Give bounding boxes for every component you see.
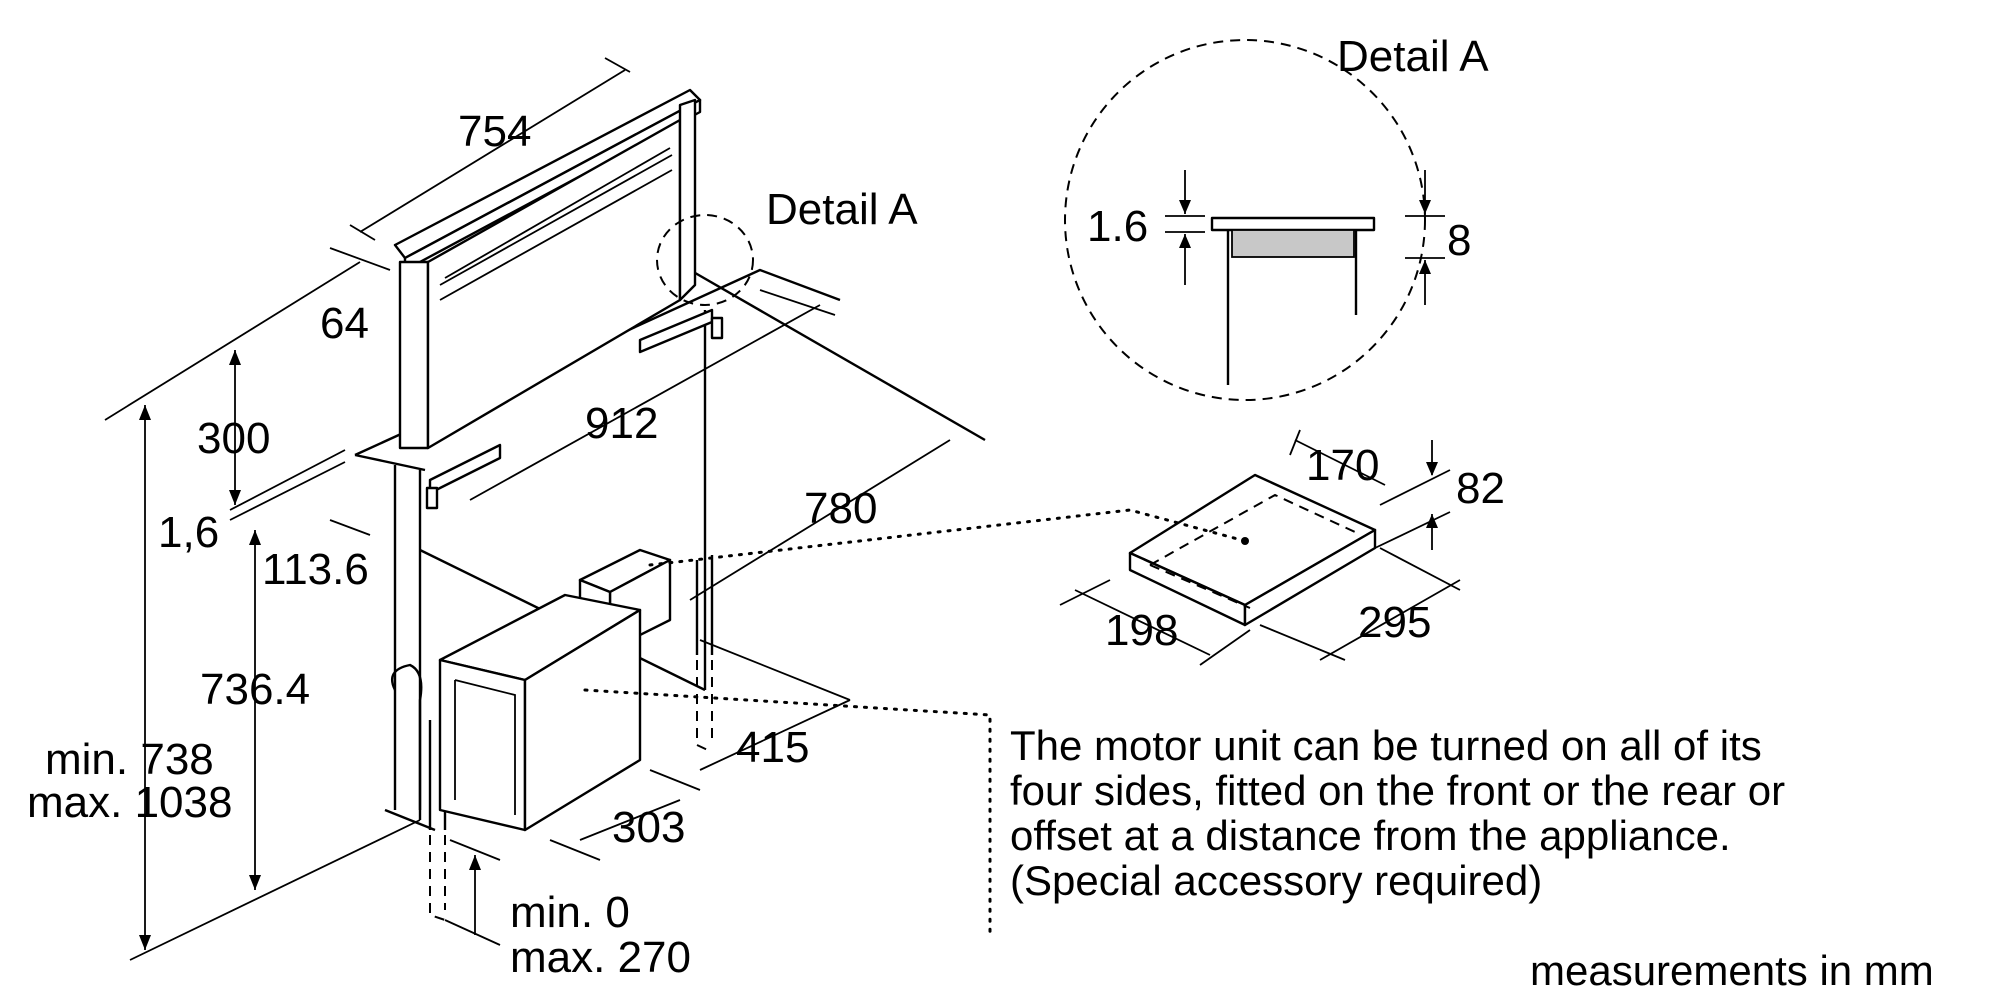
note-line-2: four sides, fitted on the front or the r… bbox=[1010, 767, 1785, 814]
dim-170: 170 bbox=[1306, 441, 1379, 490]
dim-1-6-comma: 1,6 bbox=[158, 508, 219, 557]
note-line-3: offset at a distance from the appliance. bbox=[1010, 812, 1731, 859]
dim-295: 295 bbox=[1358, 598, 1431, 647]
dim-303: 303 bbox=[612, 803, 685, 852]
motor-unit-drawing bbox=[1059, 429, 1461, 666]
dim-300: 300 bbox=[197, 414, 270, 463]
dim-912: 912 bbox=[585, 399, 658, 448]
dim-780: 780 bbox=[804, 484, 877, 533]
dim-113-6: 113.6 bbox=[262, 545, 369, 594]
detail-a-marker bbox=[656, 214, 754, 306]
dim-detail-8: 8 bbox=[1447, 216, 1471, 265]
downdraft-extractor-drawing bbox=[354, 88, 986, 921]
dim-max-270: max. 270 bbox=[510, 933, 691, 982]
dim-64: 64 bbox=[320, 299, 369, 348]
detail-a-title: Detail A bbox=[1337, 32, 1489, 81]
detail-a-label: Detail A bbox=[766, 185, 918, 234]
detail-a-view bbox=[1064, 39, 1445, 401]
dim-198: 198 bbox=[1105, 606, 1178, 655]
note-line-4: (Special accessory required) bbox=[1010, 857, 1542, 904]
main-dimension-lines bbox=[104, 57, 951, 961]
units-note: measurements in mm bbox=[1530, 947, 1934, 994]
dim-min-738: min. 738 bbox=[45, 735, 214, 784]
dim-754: 754 bbox=[458, 107, 531, 156]
dim-detail-1-6: 1.6 bbox=[1087, 202, 1148, 251]
leader-motor-note bbox=[583, 688, 992, 937]
dim-max-1038: max. 1038 bbox=[27, 778, 232, 827]
dim-82: 82 bbox=[1456, 464, 1505, 513]
note-line-1: The motor unit can be turned on all of i… bbox=[1010, 722, 1762, 769]
leader-detail bbox=[648, 508, 1247, 567]
dim-736-4: 736.4 bbox=[200, 665, 310, 714]
motor-unit-note: The motor unit can be turned on all of i… bbox=[1010, 722, 1785, 904]
dim-415: 415 bbox=[736, 723, 809, 772]
dim-min-0: min. 0 bbox=[510, 888, 630, 937]
